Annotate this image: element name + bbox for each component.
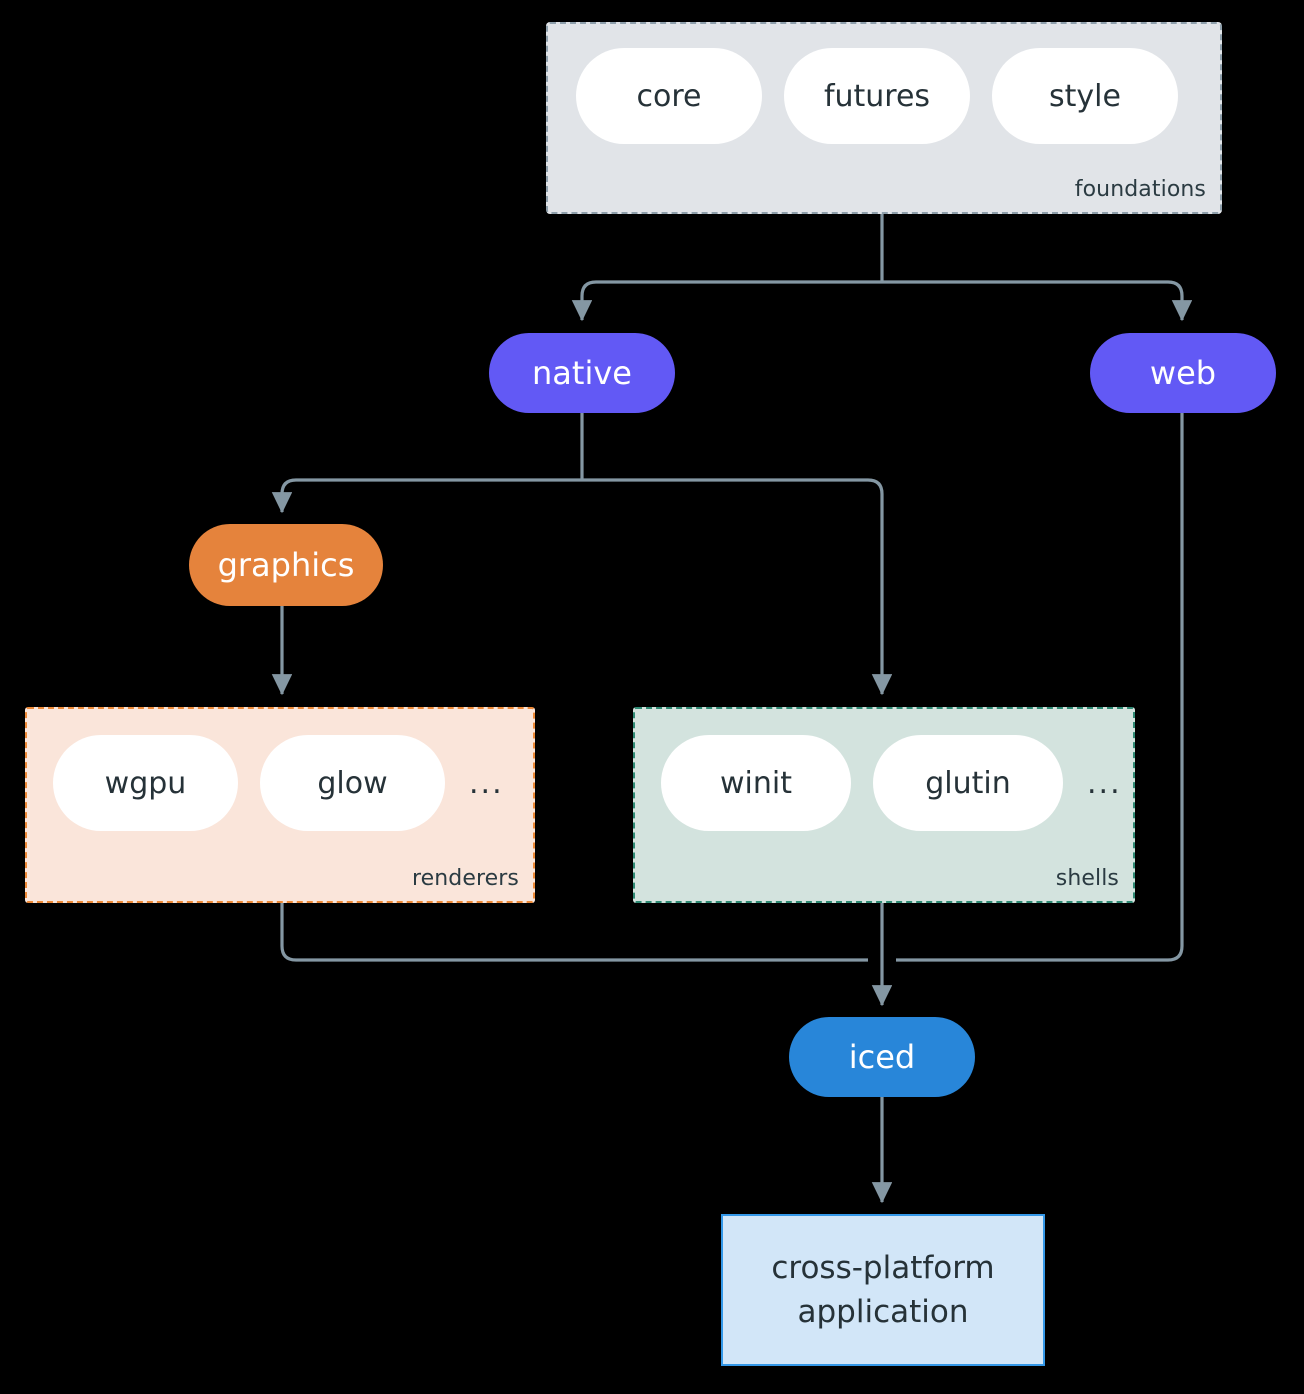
chip-futures[interactable]: futures	[784, 48, 970, 144]
edge-foundations-web	[882, 280, 1193, 322]
node-web[interactable]: web	[1090, 333, 1276, 413]
cluster-label-shells: shells	[1055, 866, 1119, 891]
chip-glow[interactable]: glow	[260, 735, 445, 831]
foundations-chip-list: core futures style	[576, 48, 1178, 144]
app-label-line1: cross-platform	[771, 1249, 995, 1286]
cluster-shells: winit glutin ... shells	[633, 707, 1135, 903]
renderers-ellipsis: ...	[469, 765, 504, 801]
node-iced[interactable]: iced	[789, 1017, 975, 1097]
shells-chip-list: winit glutin ...	[661, 735, 1122, 831]
edge-renderers-iced	[280, 903, 868, 962]
shells-ellipsis: ...	[1087, 765, 1122, 801]
node-cross-platform-application[interactable]: cross-platform application	[721, 1214, 1045, 1366]
renderers-chip-list: wgpu glow ...	[53, 735, 504, 831]
chip-core[interactable]: core	[576, 48, 762, 144]
node-graphics[interactable]: graphics	[189, 524, 383, 606]
chip-style[interactable]: style	[992, 48, 1178, 144]
app-label-line2: application	[797, 1294, 969, 1330]
cluster-renderers: wgpu glow ... renderers	[25, 707, 535, 903]
node-native[interactable]: native	[489, 333, 675, 413]
cluster-label-foundations: foundations	[1074, 177, 1206, 202]
chip-glutin[interactable]: glutin	[873, 735, 1063, 831]
chip-wgpu[interactable]: wgpu	[53, 735, 238, 831]
edge-native-shells	[582, 478, 893, 696]
chip-winit[interactable]: winit	[661, 735, 851, 831]
edge-native-graphics	[271, 478, 582, 514]
edge-foundations-native	[571, 280, 882, 322]
cluster-foundations: core futures style foundations	[546, 22, 1222, 214]
cluster-label-renderers: renderers	[411, 866, 519, 891]
